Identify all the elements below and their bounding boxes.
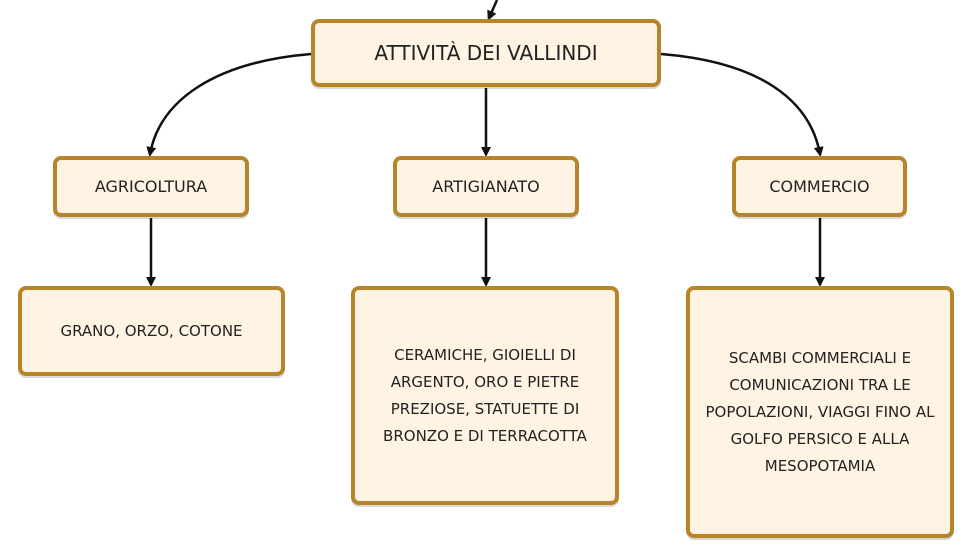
- incoming-arrow: [487, 0, 499, 21]
- root-label: ATTIVITÀ DEI VALLINDI: [374, 41, 598, 65]
- detail-node-agricoltura: GRANO, ORZO, COTONE: [18, 286, 285, 376]
- connector-root-to-agricoltura: [146, 52, 312, 157]
- detail-text-commercio: SCAMBI COMMERCIALI E COMUNICAZIONI TRA L…: [705, 348, 935, 475]
- category-label-agricoltura: AGRICOLTURA: [94, 177, 208, 196]
- root-node: ATTIVITÀ DEI VALLINDI: [311, 19, 661, 87]
- category-label-artigianato: ARTIGIANATO: [432, 177, 540, 196]
- category-label-commercio: COMMERCIO: [769, 177, 870, 196]
- category-node-artigianato: ARTIGIANATO: [393, 156, 579, 217]
- category-node-agricoltura: AGRICOLTURA: [53, 156, 249, 217]
- detail-text-artigianato: CERAMICHE, GIOIELLI DI ARGENTO, ORO E PI…: [383, 345, 587, 445]
- detail-node-commercio: SCAMBI COMMERCIALI E COMUNICAZIONI TRA L…: [686, 286, 954, 538]
- detail-text-agricoltura: GRANO, ORZO, COTONE: [60, 322, 243, 340]
- category-node-commercio: COMMERCIO: [732, 156, 907, 217]
- connector-root-to-commercio: [660, 52, 824, 157]
- detail-node-artigianato: CERAMICHE, GIOIELLI DI ARGENTO, ORO E PI…: [351, 286, 619, 505]
